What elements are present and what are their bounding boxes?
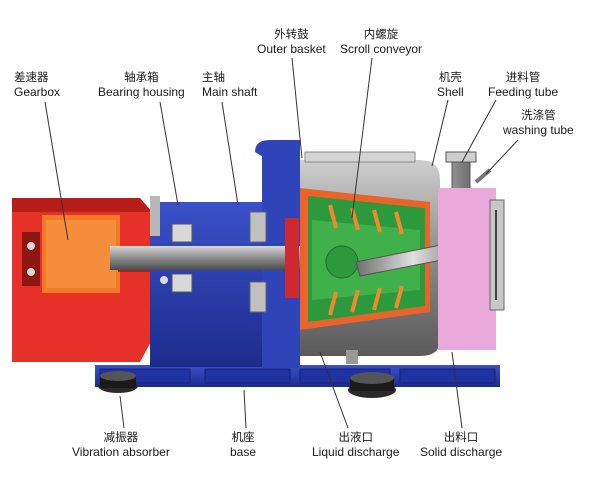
- leader-scroll-conveyor: [351, 57, 373, 219]
- leader-gearbox: [44, 101, 69, 241]
- label-washing-tube-en: washing tube: [503, 123, 574, 137]
- label-solid-discharge-en: Solid discharge: [420, 445, 503, 459]
- label-shell-zh: 机壳: [438, 70, 462, 84]
- label-scroll-conveyor: 内螺旋 Scroll conveyor: [340, 27, 422, 57]
- label-liquid-discharge: 出液口 Liquid discharge: [312, 430, 399, 460]
- label-vibration-absorber-en: Vibration absorber: [72, 445, 170, 459]
- label-outer-basket: 外转鼓 Outer basket: [257, 27, 326, 57]
- label-vibration-absorber-zh: 减振器: [103, 430, 139, 444]
- vibration-absorber-left: [98, 371, 138, 393]
- leader-liquid-discharge: [319, 351, 349, 429]
- gearbox-body: [12, 198, 158, 362]
- label-base: 机座 base: [230, 430, 256, 460]
- label-base-en: base: [230, 445, 257, 459]
- label-washing-tube: 洗涤管 washing tube: [503, 108, 574, 138]
- leader-main-shaft: [221, 101, 239, 206]
- base-frame: [95, 365, 500, 387]
- label-solid-discharge-zh: 出料口: [443, 430, 479, 444]
- leader-shell: [431, 99, 449, 167]
- label-outer-basket-en: Outer basket: [257, 42, 326, 56]
- solid-discharge-housing: [438, 188, 505, 350]
- label-bearing-housing-zh: 轴承箱: [124, 70, 159, 84]
- bearing-housing: [150, 140, 300, 368]
- leader-feeding-tube: [461, 99, 497, 163]
- label-feeding-tube: 进料管 Feeding tube: [488, 70, 558, 100]
- label-main-shaft: 主轴 Main shaft: [202, 70, 257, 100]
- label-base-zh: 机座: [231, 430, 255, 444]
- leader-washing-tube: [485, 139, 519, 175]
- leader-vibration-absorber: [119, 395, 125, 429]
- label-bearing-housing-en: Bearing housing: [98, 85, 185, 99]
- label-bearing-housing: 轴承箱 Bearing housing: [98, 70, 185, 100]
- label-washing-tube-zh: 洗涤管: [521, 108, 556, 122]
- label-shell: 机壳 Shell: [437, 70, 464, 100]
- leader-solid-discharge: [451, 351, 463, 429]
- label-scroll-conveyor-en: Scroll conveyor: [340, 42, 423, 56]
- label-gearbox-en: Gearbox: [14, 85, 61, 99]
- leader-lines: [44, 57, 519, 429]
- label-main-shaft-en: Main shaft: [202, 85, 258, 99]
- label-feeding-tube-en: Feeding tube: [488, 85, 559, 99]
- leader-outer-basket: [291, 57, 303, 159]
- vibration-absorber-right: [348, 372, 396, 398]
- label-shell-en: Shell: [437, 85, 464, 99]
- leader-bearing-housing: [159, 101, 179, 206]
- label-main-shaft-zh: 主轴: [202, 70, 225, 84]
- leader-base: [243, 389, 247, 429]
- label-gearbox: 差速器 Gearbox: [14, 70, 60, 100]
- label-outer-basket-zh: 外转鼓: [274, 27, 309, 41]
- label-solid-discharge: 出料口 Solid discharge: [420, 430, 502, 460]
- label-liquid-discharge-en: Liquid discharge: [312, 445, 400, 459]
- label-scroll-conveyor-zh: 内螺旋: [363, 27, 399, 41]
- label-feeding-tube-zh: 进料管: [505, 70, 541, 84]
- label-gearbox-zh: 差速器: [14, 70, 49, 84]
- label-vibration-absorber: 减振器 Vibration absorber: [72, 430, 170, 460]
- label-liquid-discharge-zh: 出液口: [338, 430, 373, 444]
